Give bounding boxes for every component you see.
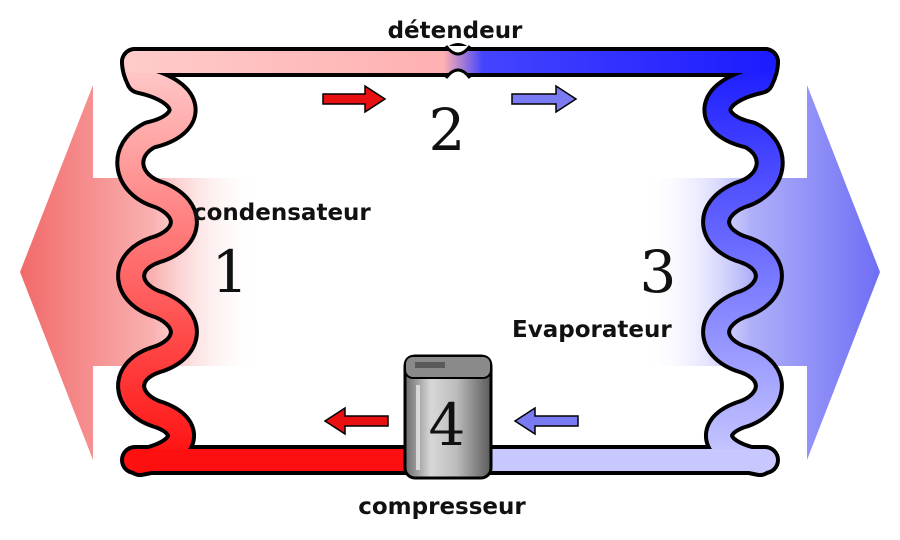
stage-number-condenser: 1: [212, 238, 249, 306]
arrow-left-icon: [513, 406, 579, 436]
compressor: [403, 354, 493, 480]
flow-arrow-cold-return: [513, 406, 579, 436]
stage-number-compressor: 4: [429, 391, 466, 459]
flow-arrow-cold: [511, 84, 578, 114]
flow-arrow-hot-return: [323, 406, 389, 436]
condenser-coil: [119, 51, 195, 473]
refrigerant-pipe: [119, 47, 781, 473]
flow-arrow-hot: [322, 84, 387, 114]
condenser-label: condensateur: [193, 200, 371, 226]
expansion-valve-label: détendeur: [388, 18, 523, 44]
expansion-valve: [444, 45, 472, 79]
arrow-left-icon: [323, 406, 389, 436]
stage-number-expansion-valve: 2: [429, 96, 466, 164]
arrow-right-icon: [511, 84, 578, 114]
compressor-label: compresseur: [358, 494, 526, 520]
stage-number-evaporator: 3: [640, 238, 677, 306]
arrow-right-icon: [322, 84, 387, 114]
evaporator-label: Evaporateur: [512, 317, 672, 343]
evaporator-coil: [705, 51, 781, 473]
high-pressure-line: [124, 47, 776, 73]
